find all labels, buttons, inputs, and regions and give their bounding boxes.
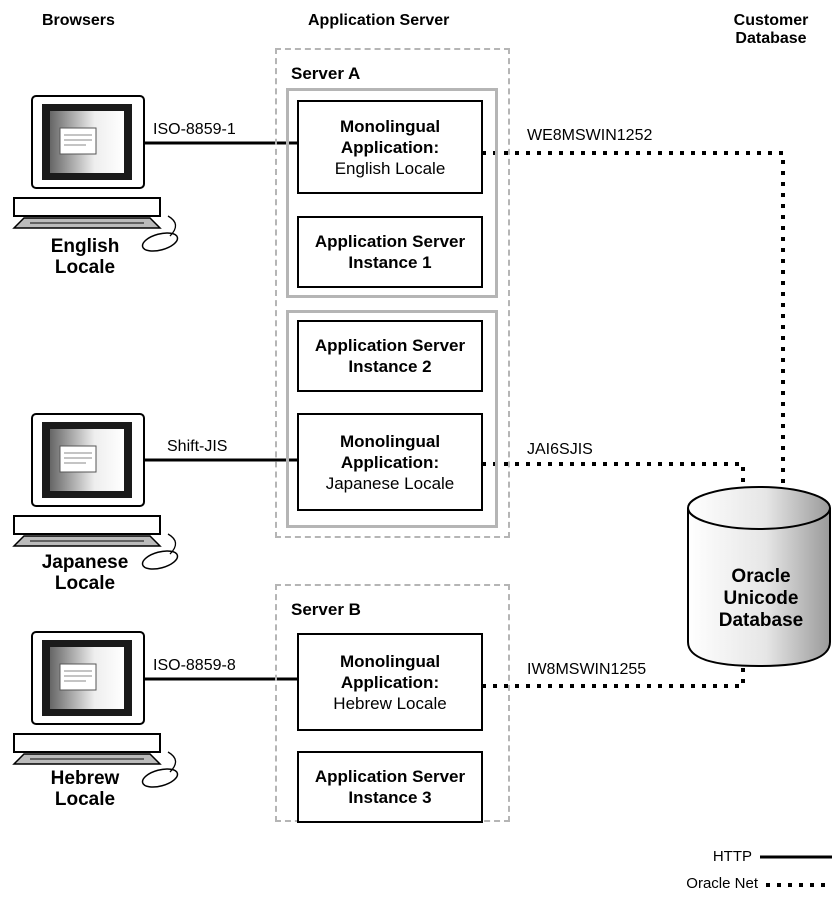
mono-app-japanese-line2: Application: xyxy=(340,452,440,472)
customer-label: Customer xyxy=(733,12,809,29)
server-a-group-1 xyxy=(286,88,498,298)
browser-english-locale: English Locale xyxy=(20,236,150,278)
browser-japanese-locale: Japanese Locale xyxy=(20,552,150,594)
mono-app-japanese-line1: Monolingual xyxy=(339,431,441,451)
server-a-title: Server A xyxy=(291,64,361,83)
database-cylinder-icon xyxy=(687,486,831,668)
db-charset-japanese: JAI6SJIS xyxy=(527,441,593,458)
database-label: Oracle Unicode Database xyxy=(690,566,832,632)
db-charset-hebrew: IW8MSWIN1255 xyxy=(527,661,647,678)
hebrew-locale-line1: Hebrew xyxy=(50,768,120,789)
mono-app-hebrew-line1: Monolingual xyxy=(339,651,441,671)
instance-1-line2: Instance 1 xyxy=(348,253,432,272)
server-a-frame xyxy=(275,48,510,538)
browser-hebrew-locale: Hebrew Locale xyxy=(20,768,150,810)
legend-oracle-net-label: Oracle Net xyxy=(686,875,758,892)
english-locale-line1: English xyxy=(50,236,120,257)
mono-app-hebrew-locale: Hebrew Locale xyxy=(333,693,447,713)
db-charset-english: WE8MSWIN1252 xyxy=(527,127,653,144)
legend-http-label: HTTP xyxy=(712,848,752,865)
instance-2-line1: Application Server xyxy=(314,336,466,355)
server-a-group-2 xyxy=(286,310,498,528)
mono-app-hebrew-line2: Application: xyxy=(340,672,440,692)
mono-app-english-locale: English Locale xyxy=(334,158,446,178)
mono-app-japanese: Monolingual Application: Japanese Locale xyxy=(297,413,483,511)
database-line3: Database xyxy=(718,610,804,631)
browsers-header: Browsers xyxy=(42,12,115,29)
mono-app-english: Monolingual Application: English Locale xyxy=(297,100,483,194)
instance-2-line2: Instance 2 xyxy=(348,357,432,376)
mono-app-hebrew: Monolingual Application: Hebrew Locale xyxy=(297,633,483,731)
mono-app-english-line1: Monolingual xyxy=(339,116,441,136)
customer-database-header: Customer Database xyxy=(716,12,826,48)
net-line-hebrew xyxy=(482,660,745,688)
computer-icon-english xyxy=(12,95,179,252)
server-b-title: Server B xyxy=(291,600,361,619)
charset-label-english: ISO-8859-1 xyxy=(153,121,236,138)
database-line1: Oracle xyxy=(731,566,791,587)
database-label: Database xyxy=(735,30,807,47)
charset-label-hebrew: ISO-8859-8 xyxy=(153,657,236,674)
net-line-japanese xyxy=(482,462,745,484)
instance-1-line1: Application Server xyxy=(314,232,466,251)
app-server-instance-3: Application Server Instance 3 xyxy=(297,751,483,823)
english-locale-line2: Locale xyxy=(54,257,116,278)
computer-icon-hebrew xyxy=(12,631,179,788)
charset-label-japanese: Shift-JIS xyxy=(167,438,228,455)
app-server-instance-1: Application Server Instance 1 xyxy=(297,216,483,288)
net-line-english xyxy=(482,151,785,490)
mono-app-english-line2: Application: xyxy=(340,137,440,157)
mono-app-japanese-locale: Japanese Locale xyxy=(325,473,455,493)
japanese-locale-line2: Locale xyxy=(54,573,116,594)
hebrew-locale-line2: Locale xyxy=(54,789,116,810)
computer-icon-japanese xyxy=(12,413,179,570)
app-server-header: Application Server xyxy=(308,12,450,29)
app-server-instance-2: Application Server Instance 2 xyxy=(297,320,483,392)
japanese-locale-line1: Japanese xyxy=(41,552,129,573)
database-line2: Unicode xyxy=(723,588,799,609)
instance-3-line2: Instance 3 xyxy=(348,788,432,807)
instance-3-line1: Application Server xyxy=(314,767,466,786)
